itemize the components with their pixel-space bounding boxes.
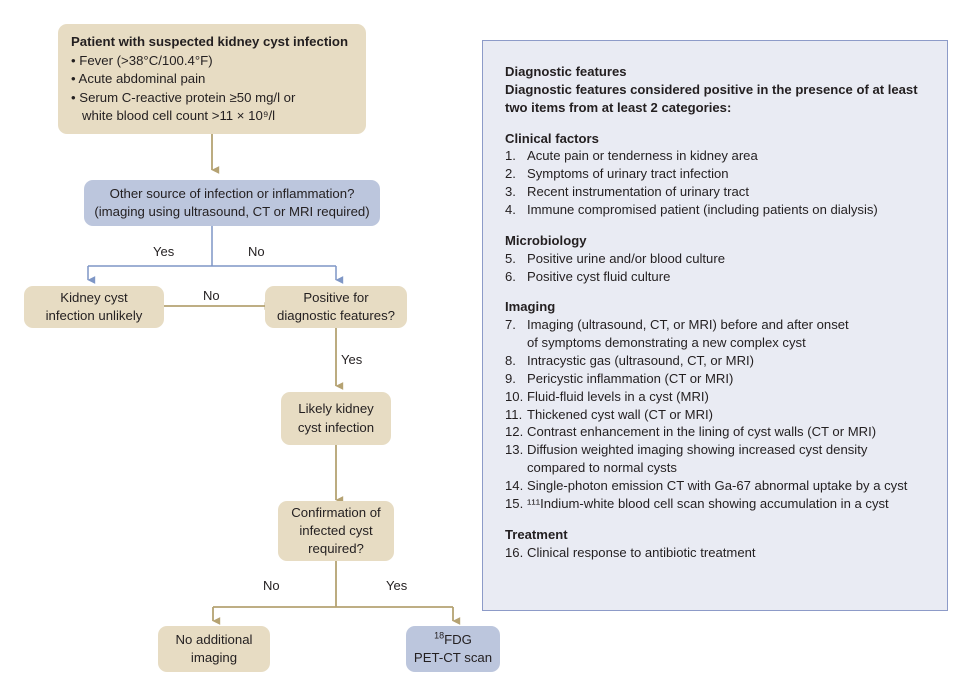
panel-section-title: Clinical factors bbox=[505, 130, 599, 146]
panel-list-item: 4. Immune compromised patient (including … bbox=[505, 201, 929, 219]
panel-list-item: 1. Acute pain or tenderness in kidney are… bbox=[505, 147, 929, 165]
node-fdg-petct-scan-superscript: 18 bbox=[434, 630, 445, 641]
panel-list-item-number: 5. bbox=[505, 250, 516, 266]
panel-intro-line-2: two items from at least 2 categories: bbox=[505, 99, 732, 115]
panel-list-item-number: 14. bbox=[505, 478, 524, 494]
node-likely-kidney-cyst-infection-line-2: cyst infection bbox=[297, 419, 375, 435]
node-fdg-petct-scan-line-1: 18FDG bbox=[434, 631, 472, 649]
flowchart-panel: Patient with suspected kidney cyst infec… bbox=[24, 24, 500, 672]
node-patient-suspected-bullet-3: white blood cell count >11 × 10⁹/l bbox=[71, 107, 276, 123]
panel-list-item: 6. Positive cyst fluid culture bbox=[505, 268, 929, 286]
node-other-source-line-1: Other source of infection or inflammatio… bbox=[109, 185, 355, 201]
panel-list-item: 13.Diffusion weighted imaging showing in… bbox=[505, 441, 929, 477]
panel-list-item-text: Immune compromised patient (including pa… bbox=[527, 202, 878, 218]
panel-list-item-text: Single-photon emission CT with Ga-67 abn… bbox=[527, 478, 908, 494]
panel-list-item: 9. Pericystic inflammation (CT or MRI) bbox=[505, 370, 929, 388]
node-fdg-petct-scan[interactable]: 18FDG PET-CT scan bbox=[406, 626, 500, 672]
panel-list-item-number: 11. bbox=[505, 406, 523, 422]
panel-section-title: Microbiology bbox=[505, 232, 587, 248]
panel-list-item-number: 9. bbox=[505, 370, 516, 386]
panel-list-item-text: Thickened cyst wall (CT or MRI) bbox=[527, 406, 714, 422]
panel-list-item-text: Contrast enhancement in the lining of cy… bbox=[527, 424, 877, 440]
panel-list-item: 12.Contrast enhancement in the lining of… bbox=[505, 423, 929, 441]
panel-list-item-number: 13. bbox=[505, 442, 524, 458]
node-kidney-cyst-unlikely[interactable]: Kidney cyst infection unlikely bbox=[24, 286, 164, 328]
node-confirmation-required-line-2: infected cyst bbox=[299, 522, 373, 538]
panel-list-item-text: ¹¹¹Indium-white blood cell scan showing … bbox=[527, 495, 889, 511]
panel-list-item-text: Diffusion weighted imaging showing incre… bbox=[527, 442, 868, 476]
panel-list-item-number: 2. bbox=[505, 166, 516, 182]
node-patient-suspected-bullet-0: • Fever (>38°C/100.4°F) bbox=[71, 53, 213, 69]
panel-list-item-text: Fluid-fluid levels in a cyst (MRI) bbox=[527, 388, 709, 404]
panel-list-item-text: Acute pain or tenderness in kidney area bbox=[527, 148, 758, 164]
node-positive-diagnostic-features-line-1: Positive for bbox=[303, 289, 369, 305]
panel-list-item: 14.Single-photon emission CT with Ga-67 … bbox=[505, 477, 929, 495]
panel-list-item-number: 15. bbox=[505, 495, 524, 511]
panel-intro-line-1: Diagnostic features considered positive … bbox=[505, 81, 918, 97]
node-likely-kidney-cyst-infection[interactable]: Likely kidney cyst infection bbox=[281, 392, 391, 445]
node-patient-suspected-title: Patient with suspected kidney cyst infec… bbox=[71, 33, 349, 49]
node-positive-diagnostic-features[interactable]: Positive for diagnostic features? bbox=[265, 286, 407, 328]
edge-label-yes-confirmation: Yes bbox=[386, 578, 408, 593]
panel-list-item: 7. Imaging (ultrasound, CT, or MRI) befor… bbox=[505, 316, 929, 352]
panel-heading: Diagnostic features bbox=[505, 64, 627, 79]
node-fdg-petct-scan-fdg-label: FDG bbox=[444, 631, 472, 647]
node-other-source-line-2: (imaging using ultrasound, CT or MRI req… bbox=[94, 204, 370, 219]
panel-list-item: 15.¹¹¹Indium-white blood cell scan showi… bbox=[505, 495, 929, 513]
edge-label-yes-positive: Yes bbox=[341, 352, 363, 367]
edge-label-no-other-source: No bbox=[248, 244, 265, 259]
panel-list-item-text: Positive cyst fluid culture bbox=[527, 268, 671, 284]
panel-list-item-number: 8. bbox=[505, 353, 516, 369]
panel-list-item: 10.Fluid-fluid levels in a cyst (MRI) bbox=[505, 388, 929, 406]
edge-label-no-confirmation: No bbox=[263, 578, 280, 593]
panel-list-item: 3. Recent instrumentation of urinary trac… bbox=[505, 183, 929, 201]
node-other-source[interactable]: Other source of infection or inflammatio… bbox=[84, 180, 380, 226]
panel-list-item-text: Symptoms of urinary tract infection bbox=[527, 166, 729, 182]
panel-list-item: 2. Symptoms of urinary tract infection bbox=[505, 165, 929, 183]
panel-list-item-number: 4. bbox=[505, 202, 516, 218]
node-no-additional-imaging-line-1: No additional bbox=[175, 631, 253, 647]
node-confirmation-required-line-3: required? bbox=[308, 541, 364, 557]
panel-sections: Clinical factors 1. Acute pain or tenderne… bbox=[505, 117, 929, 562]
node-fdg-petct-scan-line-2: PET-CT scan bbox=[413, 650, 493, 665]
panel-list-item-text: Recent instrumentation of urinary tract bbox=[527, 184, 749, 200]
panel-list-item-number: 6. bbox=[505, 268, 516, 284]
panel-list-item: 5. Positive urine and/or blood culture bbox=[505, 250, 929, 268]
panel-list-item: 16.Clinical response to antibiotic treat… bbox=[505, 544, 929, 562]
panel-section-title: Imaging bbox=[505, 299, 556, 315]
panel-list-item: 8. Intracystic gas (ultrasound, CT, or MR… bbox=[505, 352, 929, 370]
panel-list-item-number: 3. bbox=[505, 184, 516, 200]
node-no-additional-imaging-line-2: imaging bbox=[190, 650, 238, 665]
panel-list-item: 11.Thickened cyst wall (CT or MRI) bbox=[505, 406, 929, 424]
panel-list-item-number: 1. bbox=[505, 148, 516, 164]
panel-section-gap bbox=[505, 513, 929, 526]
panel-list-item-number: 10. bbox=[505, 388, 524, 404]
panel-section-title: Treatment bbox=[505, 526, 568, 542]
panel-list-item-text: Pericystic inflammation (CT or MRI) bbox=[527, 370, 734, 386]
panel-list-item-text: Positive urine and/or blood culture bbox=[527, 250, 725, 266]
node-confirmation-required-line-1: Confirmation of bbox=[291, 504, 381, 520]
panel-list-item-number: 7. bbox=[505, 317, 516, 333]
panel-list-item-text: Imaging (ultrasound, CT, or MRI) before … bbox=[527, 317, 849, 351]
panel-section-gap bbox=[505, 219, 929, 232]
node-patient-suspected-bullet-2: • Serum C-reactive protein ≥50 mg/l or bbox=[71, 89, 296, 105]
panel-list-item-number: 16. bbox=[505, 544, 524, 560]
edge-label-no-positive: No bbox=[203, 288, 220, 303]
panel-list-item-text: Intracystic gas (ultrasound, CT, or MRI) bbox=[527, 353, 755, 369]
node-patient-suspected[interactable]: Patient with suspected kidney cyst infec… bbox=[58, 24, 366, 134]
node-confirmation-required[interactable]: Confirmation of infected cyst required? bbox=[278, 501, 394, 561]
panel-section-gap bbox=[505, 117, 929, 130]
edge-label-yes-other-source: Yes bbox=[153, 244, 175, 259]
panel-section-gap bbox=[505, 285, 929, 298]
panel-list-item-number: 12. bbox=[505, 424, 524, 440]
panel-list-item-text: Clinical response to antibiotic treatmen… bbox=[527, 544, 756, 560]
node-positive-diagnostic-features-line-2: diagnostic features? bbox=[276, 308, 396, 323]
node-no-additional-imaging[interactable]: No additional imaging bbox=[158, 626, 270, 672]
node-patient-suspected-bullet-1: • Acute abdominal pain bbox=[71, 71, 206, 87]
node-kidney-cyst-unlikely-line-1: Kidney cyst bbox=[60, 289, 128, 305]
node-kidney-cyst-unlikely-line-2: infection unlikely bbox=[45, 308, 143, 323]
node-likely-kidney-cyst-infection-line-1: Likely kidney bbox=[298, 401, 374, 417]
diagnostic-features-panel: Diagnostic features Diagnostic features … bbox=[482, 40, 948, 611]
